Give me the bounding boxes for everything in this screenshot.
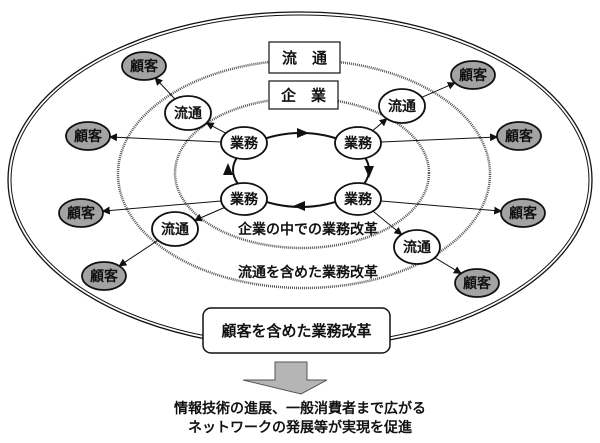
customer-node: 顧客 (81, 261, 127, 291)
business-node-shape (334, 126, 382, 160)
customer-node-label: 顧客 (463, 275, 492, 292)
distribution-node-label: 流通 (403, 239, 431, 256)
outer-caption: 顧客を含めた業務改革 (221, 322, 371, 340)
customer-node-label: 顧客 (509, 205, 538, 222)
cycle-arrow-up (223, 163, 233, 175)
cycle-arrow-down (364, 166, 374, 178)
connector-arrow (380, 133, 499, 143)
customer-node-shape (58, 198, 104, 228)
customer-node-label: 顧客 (459, 67, 488, 84)
connectors (101, 77, 503, 274)
connector-arrow (118, 239, 159, 267)
inner-caption: 企業の中での業務改革 (237, 221, 378, 238)
nodes: 業務業務業務業務流通流通流通流通顧客顧客顧客顧客顧客顧客顧客顧客 (58, 51, 546, 298)
connector-arrow (108, 133, 222, 143)
customer-node-shape (500, 198, 546, 228)
connector-arrow (372, 210, 403, 236)
business-node: 業務 (334, 182, 382, 216)
distribution-box-label: 流 通 (282, 49, 327, 67)
customer-node: 顧客 (500, 198, 546, 228)
customer-node: 顧客 (58, 198, 104, 228)
customer-node: 顧客 (121, 51, 167, 81)
connector-arrow (372, 118, 388, 132)
distribution-node-label: 流通 (174, 105, 202, 122)
business-node-label: 業務 (229, 135, 259, 152)
business-node-shape (220, 182, 268, 216)
conclusion-line-2: ネットワークの発展等が実現を促進 (188, 419, 412, 436)
customer-node-label: 顧客 (74, 128, 103, 145)
distribution-box: 流 通 (268, 41, 341, 74)
business-node-label: 業務 (343, 135, 373, 152)
cycle-arrow-left (293, 201, 305, 211)
customer-node-shape (450, 60, 496, 90)
customer-node: 顧客 (450, 60, 496, 90)
company-ellipse (173, 96, 431, 250)
down-arrow-icon (242, 361, 328, 395)
distribution-node: 流通 (151, 211, 199, 247)
company-box-label: 企 業 (280, 87, 327, 105)
business-node-shape (334, 182, 382, 216)
middle-caption: 流通を含めた業務改革 (238, 264, 378, 281)
connector-arrow (193, 207, 225, 222)
connector-arrow (434, 257, 462, 274)
customer-node-shape (81, 261, 127, 291)
connector-arrow (421, 82, 456, 98)
distribution-node-shape (378, 88, 426, 124)
customer-node-label: 顧客 (90, 268, 119, 285)
outer-caption-box: 顧客を含めた業務改革 (202, 307, 391, 354)
business-node-label: 業務 (343, 191, 373, 208)
distribution-node-label: 流通 (388, 98, 416, 115)
distribution-node: 流通 (393, 229, 441, 265)
customer-node-label: 顧客 (130, 58, 159, 75)
customer-node-label: 顧客 (67, 205, 96, 222)
connector-arrow (154, 77, 176, 100)
customer-node: 顧客 (454, 268, 500, 298)
customer-node: 顧客 (65, 121, 111, 151)
distribution-node: 流通 (378, 88, 426, 124)
distribution-node-shape (151, 211, 199, 247)
distribution-node-shape (164, 95, 212, 131)
connector-arrow (101, 200, 222, 215)
business-node: 業務 (334, 126, 382, 160)
business-node: 業務 (220, 126, 268, 160)
customer-node-shape (65, 121, 111, 151)
connector-arrow (205, 122, 227, 134)
conclusion-line-1: 情報技術の進展、一般消費者まで広がる (174, 400, 426, 417)
customer-node: 顧客 (496, 121, 542, 151)
distribution-node: 流通 (164, 95, 212, 131)
business-node: 業務 (220, 182, 268, 216)
company-box: 企 業 (268, 80, 339, 110)
business-node-label: 業務 (229, 191, 259, 208)
business-node-shape (220, 126, 268, 160)
customer-node-shape (121, 51, 167, 81)
distribution-node-shape (393, 229, 441, 265)
customer-node-label: 顧客 (505, 128, 534, 145)
cycle-arrow-right (297, 128, 309, 138)
connector-arrow (380, 200, 503, 215)
distribution-node-label: 流通 (161, 221, 189, 238)
customer-node-shape (496, 121, 542, 151)
customer-node-shape (454, 268, 500, 298)
